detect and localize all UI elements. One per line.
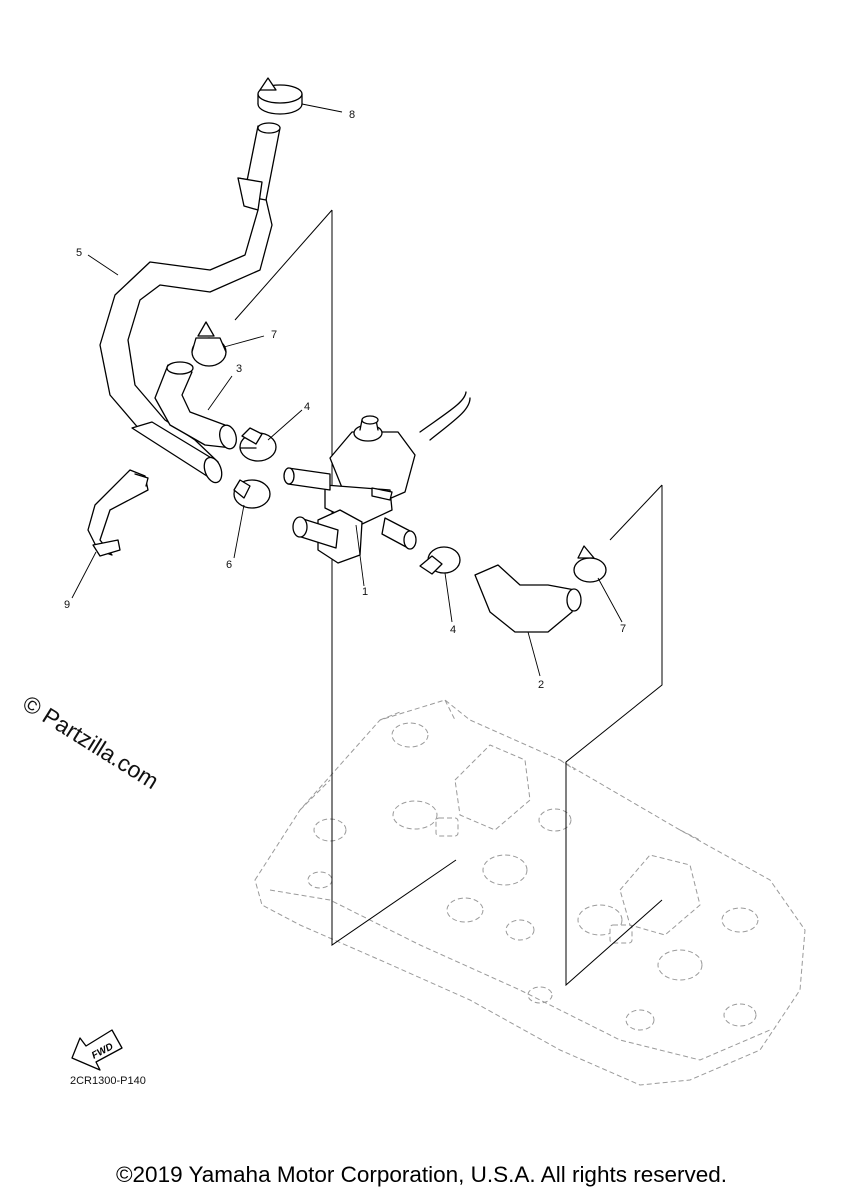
fwd-arrow-icon: FWD (71, 1029, 123, 1071)
callout-7-right: 7 (620, 623, 626, 635)
hose-part-2 (474, 564, 582, 633)
callout-1: 1 (362, 586, 368, 598)
callout-5: 5 (76, 247, 82, 259)
hose-part-5 (99, 122, 281, 484)
callout-4-lower: 4 (450, 624, 456, 636)
callout-2: 2 (538, 679, 544, 691)
clamp-part-6 (233, 479, 271, 509)
hose-part-3 (154, 361, 237, 450)
callout-4-upper: 4 (304, 401, 310, 413)
clamp-part-7-upper (191, 321, 227, 367)
callout-9: 9 (64, 599, 70, 611)
diagram-code: 2CR1300-P140 (70, 1075, 146, 1087)
callout-6: 6 (226, 559, 232, 571)
callout-8: 8 (349, 109, 355, 121)
clamp-part-7-right (573, 545, 607, 583)
band-clamp-part-9 (87, 469, 149, 557)
cylinder-head-cover-ghost (254, 699, 806, 1086)
leader-lines (71, 103, 623, 677)
clamp-part-8 (257, 77, 303, 115)
clamp-part-4-upper (239, 427, 277, 462)
copyright-notice: ©2019 Yamaha Motor Corporation, U.S.A. A… (115, 1162, 728, 1187)
callout-7-upper: 7 (271, 329, 277, 341)
clamp-part-4-lower (419, 546, 461, 575)
callout-3: 3 (236, 363, 242, 375)
air-valve-part-1 (283, 391, 471, 564)
